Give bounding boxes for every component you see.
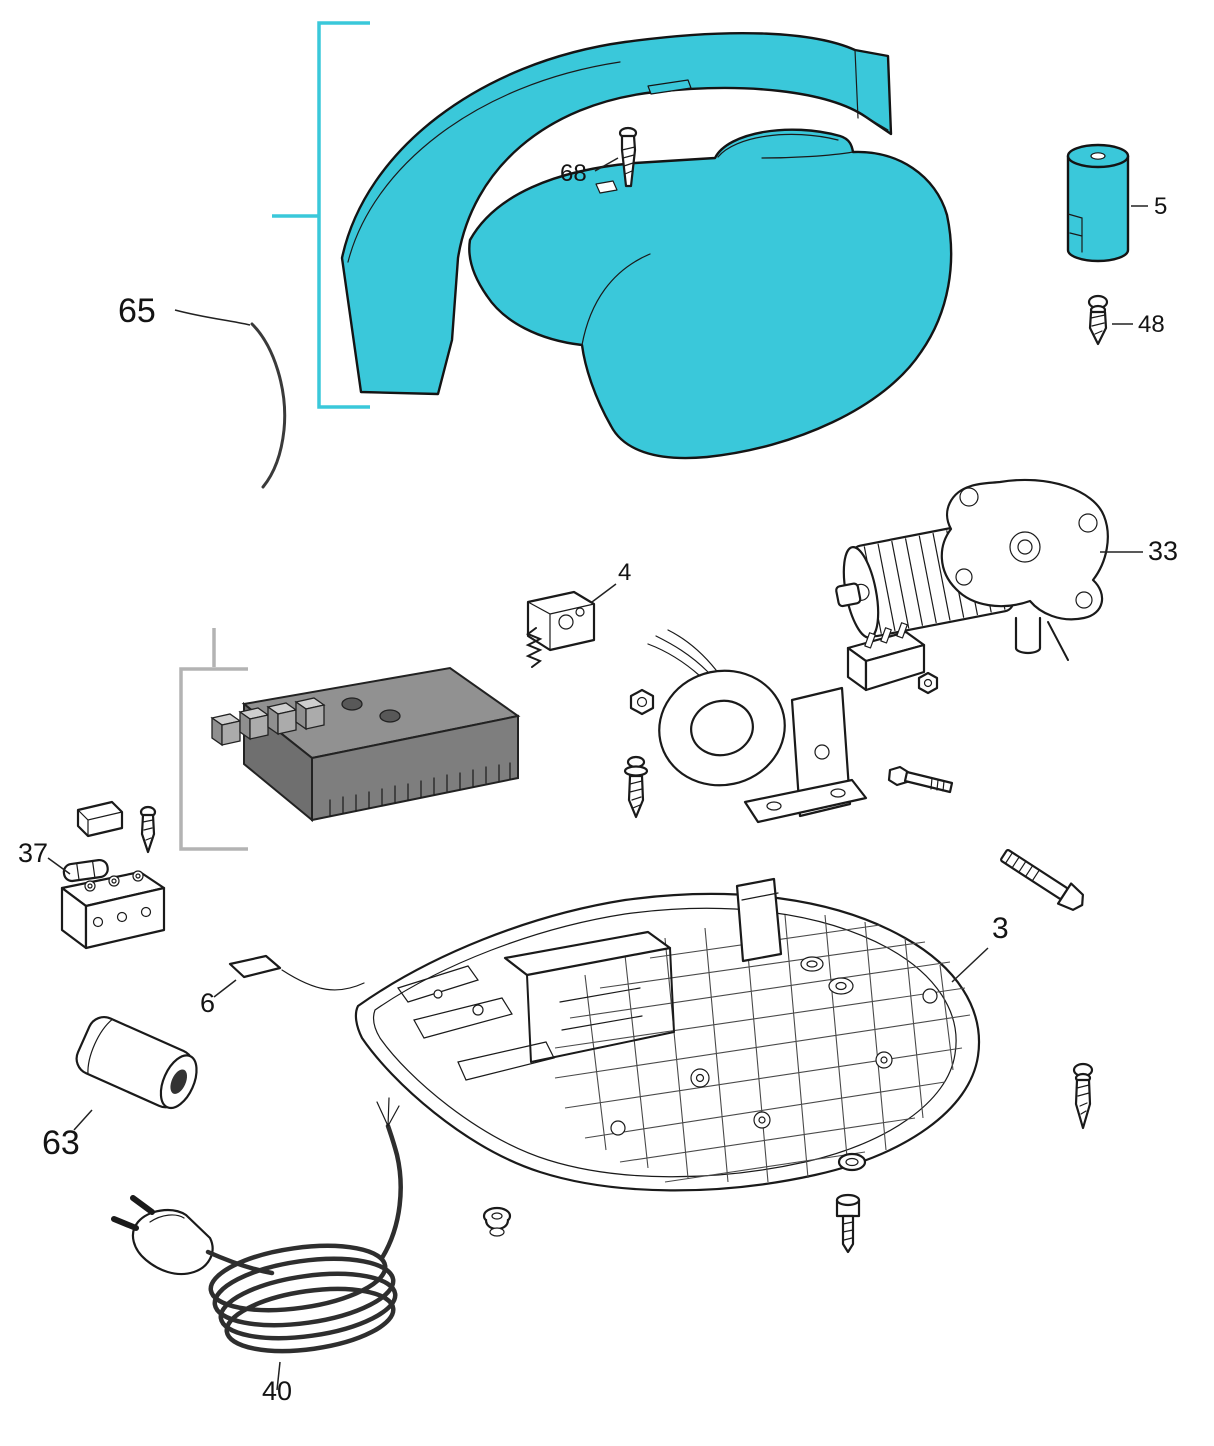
cord-coil bbox=[208, 1243, 398, 1354]
toroid-coil bbox=[658, 669, 786, 787]
part-5-label: 5 bbox=[1154, 193, 1167, 220]
cover-bracket bbox=[272, 21, 370, 409]
part-3-base-plate: 3 bbox=[354, 877, 1009, 1192]
output-shaft bbox=[1014, 616, 1042, 655]
part-63-label: 63 bbox=[42, 1124, 80, 1162]
part-65-top-cover bbox=[340, 31, 953, 460]
release-wire bbox=[250, 322, 287, 489]
part-6-label: 6 bbox=[200, 988, 215, 1018]
board-connectors bbox=[210, 697, 326, 747]
part-48-screw: 48 bbox=[1087, 294, 1165, 346]
part-68-label: 68 bbox=[560, 160, 587, 187]
cord-tail bbox=[379, 1123, 403, 1261]
leader-line-37 bbox=[47, 857, 71, 875]
plate-cap-screw bbox=[835, 1193, 861, 1254]
leader-line-68 bbox=[594, 157, 619, 172]
board-fins bbox=[329, 762, 511, 817]
part-4-label: 4 bbox=[618, 559, 631, 586]
output-pin bbox=[1047, 621, 1069, 661]
part-68-screw: 68 bbox=[560, 126, 638, 194]
terminal-holder bbox=[846, 622, 926, 692]
plug-body bbox=[131, 1208, 214, 1276]
plug-pin bbox=[111, 1216, 139, 1231]
plate-nut-washer bbox=[837, 1152, 867, 1172]
part-37-terminal-block: 37 bbox=[18, 800, 166, 950]
leader-line-40 bbox=[276, 1361, 281, 1391]
spring bbox=[525, 627, 543, 668]
part-4-bracket: 4 bbox=[525, 559, 631, 668]
leader-line-63 bbox=[73, 1109, 93, 1131]
insert-wire bbox=[281, 969, 365, 991]
part-6-insert: 6 bbox=[200, 954, 365, 1018]
plate-inner-rim bbox=[373, 907, 957, 1178]
part-65-label: 65 bbox=[118, 292, 156, 330]
part-3-label: 3 bbox=[992, 912, 1009, 945]
part-33-motor-assembly: 33 bbox=[623, 478, 1178, 824]
leader-line-4 bbox=[591, 583, 617, 603]
part-37-label: 37 bbox=[18, 838, 48, 868]
cylinder-body bbox=[1066, 154, 1130, 263]
plate-screw bbox=[1072, 1062, 1094, 1130]
part-65-callout: 65 bbox=[118, 292, 287, 489]
plate-outline bbox=[354, 892, 981, 1192]
cover-main-body bbox=[468, 128, 953, 460]
leader-line-6 bbox=[213, 979, 237, 998]
part-40-label: 40 bbox=[262, 1376, 292, 1406]
part-48-label: 48 bbox=[1138, 311, 1165, 338]
plate-grommet bbox=[482, 1206, 512, 1237]
leader-line-65 bbox=[174, 309, 251, 326]
screw-clip bbox=[595, 180, 618, 194]
cord-wires bbox=[376, 1097, 400, 1127]
motor-fasteners bbox=[623, 671, 954, 819]
cover-back-shell bbox=[340, 31, 893, 396]
plate-bolt bbox=[1000, 848, 1084, 911]
part-40-power-cord: 40 bbox=[111, 1097, 403, 1406]
cover-slot bbox=[647, 79, 692, 95]
part-63-capacitor: 63 bbox=[42, 1016, 198, 1162]
board-bracket bbox=[179, 628, 248, 851]
part-33-label: 33 bbox=[1148, 536, 1178, 566]
control-board bbox=[210, 666, 521, 823]
plug-pin bbox=[130, 1195, 155, 1215]
fuse bbox=[62, 858, 109, 883]
leader-line-3 bbox=[951, 947, 989, 983]
part-5-cylinder: 5 bbox=[1066, 143, 1167, 263]
coil-wires bbox=[647, 629, 717, 677]
